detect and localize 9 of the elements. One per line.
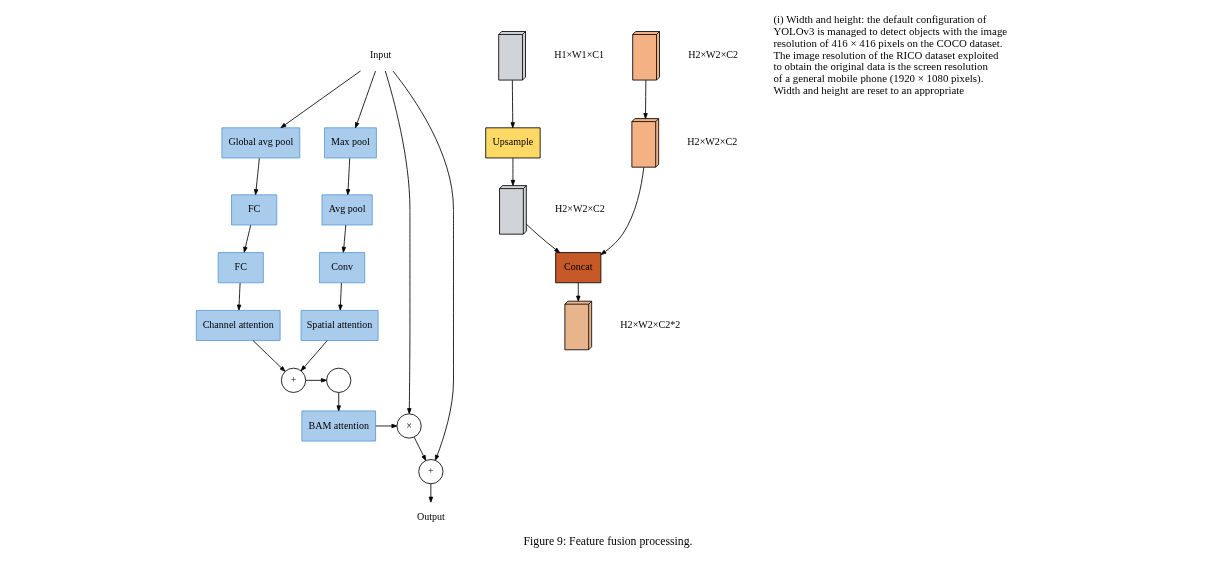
- node-label: H2×W2×C2: [555, 203, 605, 215]
- node-label: H2×W2×C2*2: [620, 319, 681, 331]
- node-text: Output: [416, 510, 445, 522]
- node-label: H2×W2×C2: [687, 136, 738, 148]
- node-label: H1×W1×C1: [554, 49, 605, 61]
- node-label: H2×W2×C2: [688, 49, 739, 61]
- node-text: Input: [370, 49, 392, 61]
- caption: Figure 9: Feature fusion processing.: [523, 535, 693, 549]
- label: (i) Width and height: the default configuration of YOLOv3 is managed to detect objects with the image resolution of 416 × 416 pixels on the COCO dataset. The image resolution of the RICO dataset exploited to obtain the original data is the screen resolution of a general mobile phone (1920 × 1080 pixels). Width and height are reset to an appropriate: [773, 13, 1008, 96]
